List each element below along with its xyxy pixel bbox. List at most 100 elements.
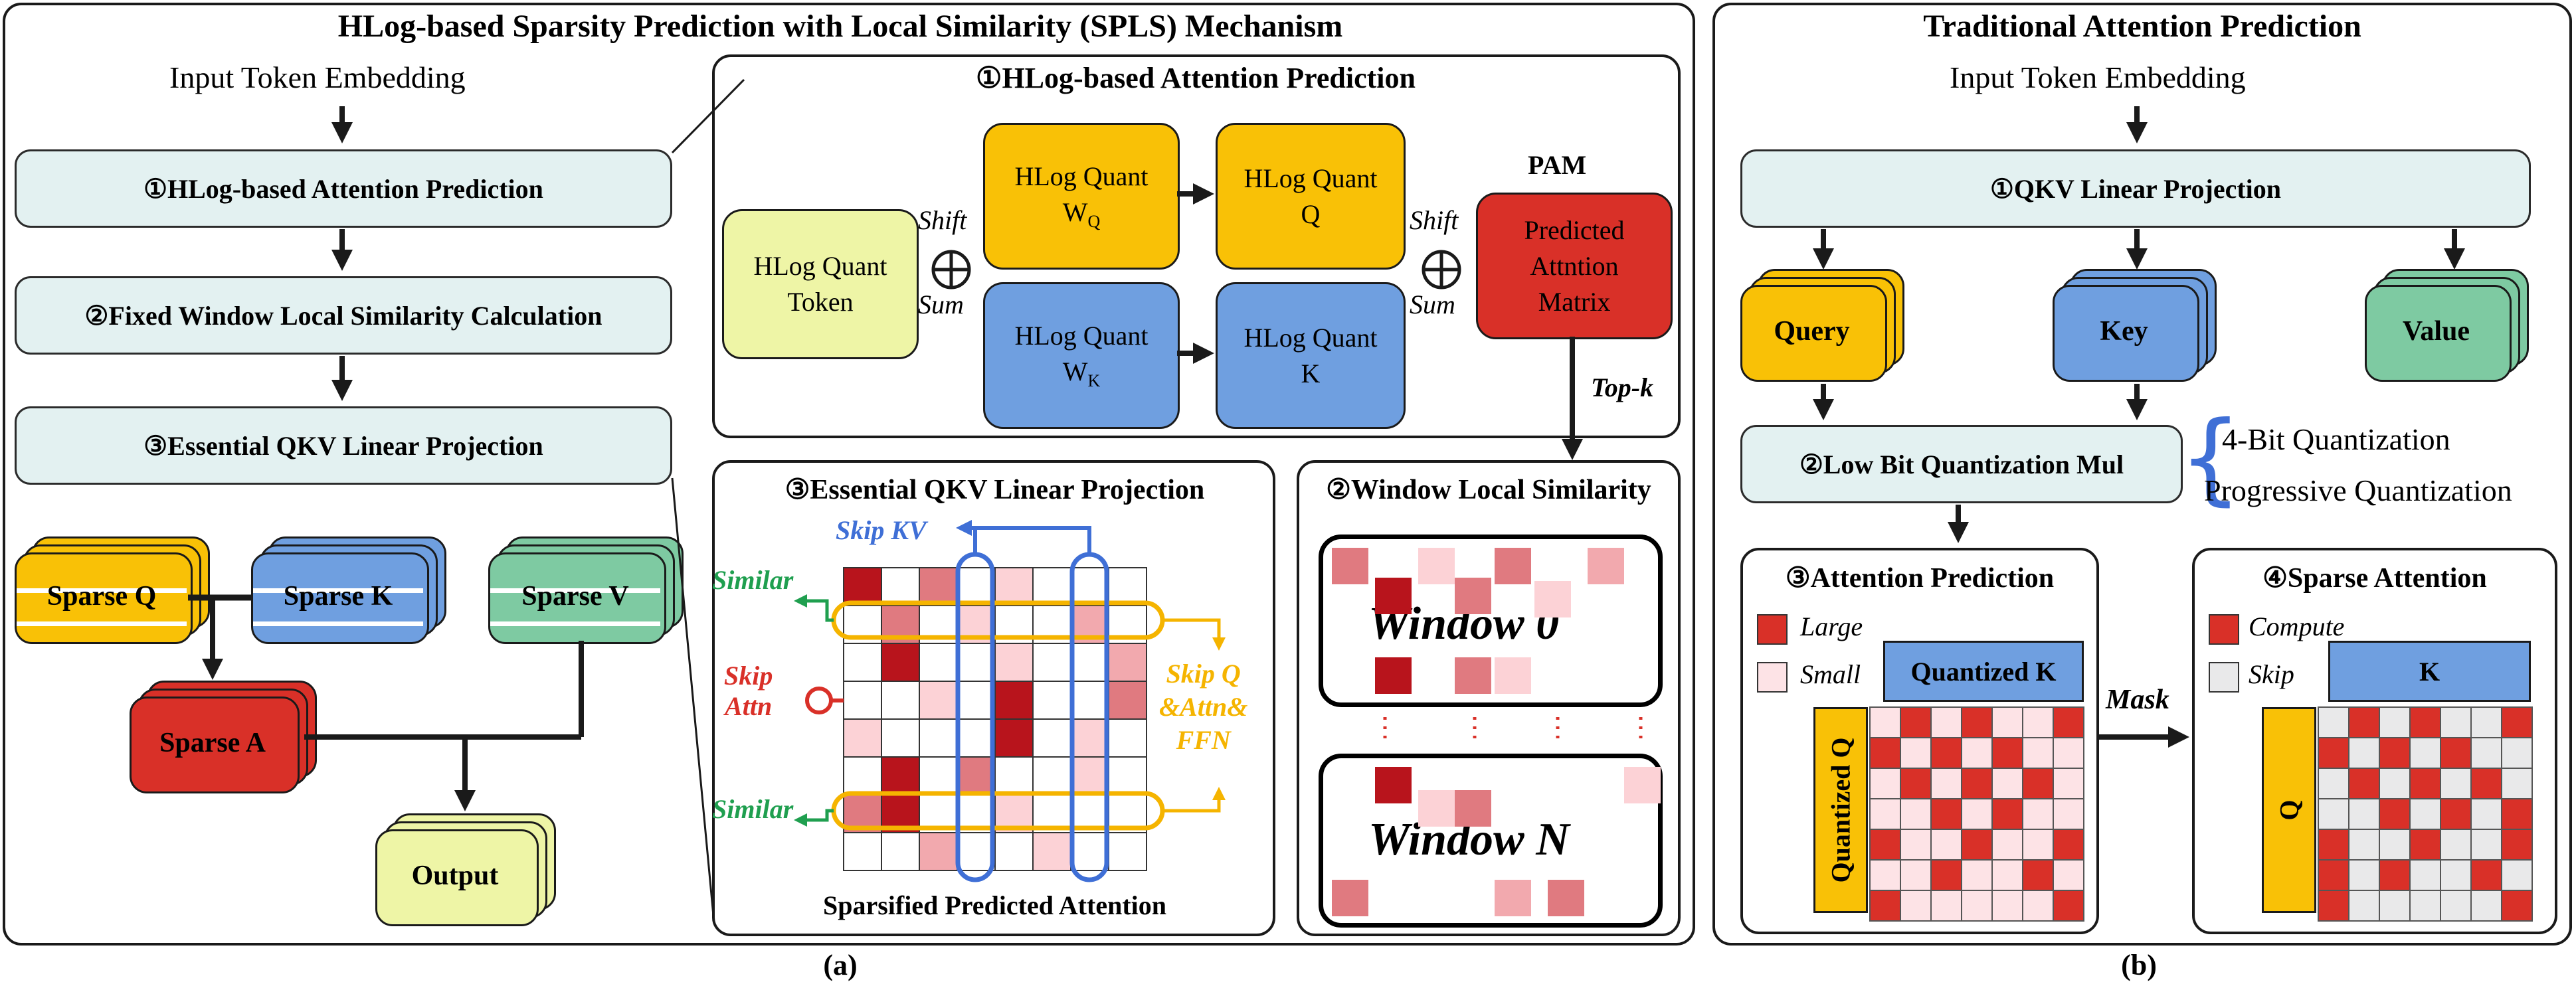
sparse-attention-cell xyxy=(2318,706,2349,738)
sparse-attention-cell xyxy=(2501,768,2533,799)
sparse-attention-cell xyxy=(2348,768,2380,799)
window-heat-cell xyxy=(1332,548,1368,584)
shift-label-2: Shift xyxy=(1410,205,1459,235)
window-heat-cell xyxy=(1495,880,1531,916)
prediction-cell xyxy=(2053,706,2084,738)
sparsified-cell xyxy=(1032,756,1071,795)
sparsified-cell xyxy=(1108,832,1147,871)
sparse-attention-cell xyxy=(2501,706,2533,738)
zoom-line-2 xyxy=(671,477,715,924)
window-heat-cell xyxy=(1548,880,1584,916)
prediction-cell xyxy=(1930,706,1962,738)
window-subpanel xyxy=(1297,460,1681,936)
sparsified-cell xyxy=(957,681,996,720)
prediction-cell xyxy=(2053,737,2084,769)
attention-prediction-title: ③Attention Prediction xyxy=(1785,563,2055,594)
skip-legend-swatch xyxy=(2209,662,2239,693)
step-essential-qkv: ③Essential QKV Linear Projection xyxy=(15,406,672,485)
sparsified-cell xyxy=(919,681,958,720)
shift-label-1: Shift xyxy=(918,205,967,235)
skip-kv-bracket xyxy=(973,526,1091,554)
prediction-cell xyxy=(2022,829,2054,861)
sparse-attention-title: ④Sparse Attention xyxy=(2262,563,2487,594)
sparse-q-label: Sparse Q xyxy=(46,581,157,612)
traditional-title: Traditional Attention Prediction xyxy=(1923,9,2361,44)
sparse-q-header xyxy=(2262,707,2316,913)
prediction-cell xyxy=(1991,798,2023,830)
sparsified-cell xyxy=(1108,718,1147,758)
sparse-attention-cell xyxy=(2409,890,2441,922)
caption-a: (a) xyxy=(823,949,858,981)
sparse-attention-cell xyxy=(2501,829,2533,861)
sparsified-cell xyxy=(957,756,996,795)
sparse-attention-cell xyxy=(2440,859,2472,891)
sparse-attention-cell xyxy=(2501,859,2533,891)
prediction-cell xyxy=(1869,706,1901,738)
sparse-attention-cell xyxy=(2409,768,2441,799)
hlog-subpanel-title: ①HLog-based Attention Prediction xyxy=(976,62,1416,94)
sparsified-cell xyxy=(994,567,1034,606)
value-label: Value xyxy=(2402,316,2470,347)
value-stack: Value xyxy=(2365,269,2529,382)
prediction-cell xyxy=(1869,859,1901,891)
sparse-attention-cell xyxy=(2409,859,2441,891)
prediction-cell xyxy=(1930,737,1962,769)
sparse-attention-cell xyxy=(2409,706,2441,738)
similar-label-1: Similar xyxy=(712,565,794,595)
sparsified-cell xyxy=(1070,756,1109,795)
sparse-attention-cell xyxy=(2348,859,2380,891)
output-stack: Output xyxy=(375,813,556,926)
sparse-attention-cell xyxy=(2318,768,2349,799)
sparsified-cell xyxy=(1070,832,1109,871)
sparsified-cell xyxy=(1108,681,1147,720)
prediction-cell xyxy=(1991,706,2023,738)
window-heat-cell xyxy=(1455,657,1491,694)
prediction-cell xyxy=(1930,890,1962,922)
sparsified-cell xyxy=(881,567,920,606)
sparsified-cell xyxy=(1032,832,1071,871)
step-hlog-prediction: ①HLog-based Attention Prediction xyxy=(15,149,672,228)
window-heat-cell xyxy=(1455,578,1491,614)
prediction-cell xyxy=(1961,798,1993,830)
sparsified-cell xyxy=(1108,567,1147,606)
window-heat-cell xyxy=(1375,767,1412,803)
sparse-attention-cell xyxy=(2348,706,2380,738)
skip-kv-label: Skip KV xyxy=(836,515,927,545)
sparse-attention-cell xyxy=(2379,890,2411,922)
sparsified-cell xyxy=(843,567,882,606)
topk-label: Top-k xyxy=(1591,372,1654,402)
similar-arrow-2 xyxy=(794,809,834,827)
sparse-attention-cell xyxy=(2348,737,2380,769)
essential-subpanel-title: ③Essential QKV Linear Projection xyxy=(784,475,1205,505)
prediction-cell xyxy=(1991,768,2023,799)
step-window-similarity: ②Fixed Window Local Similarity Calculati… xyxy=(15,276,672,355)
window-heat-cell xyxy=(1495,657,1531,694)
sum-label-1: Sum xyxy=(918,289,964,319)
sparsified-cell xyxy=(843,756,882,795)
window-n-frame xyxy=(1319,754,1663,928)
sparsified-cell xyxy=(1108,643,1147,682)
sparsified-cell xyxy=(994,643,1034,682)
prediction-cell xyxy=(2022,768,2054,799)
sparse-attention-cell xyxy=(2470,798,2502,830)
hlog-subpanel xyxy=(712,54,1681,438)
sparsified-cell xyxy=(1070,643,1109,682)
skip-attn-marker xyxy=(805,687,833,714)
sparsified-cell xyxy=(1032,643,1071,682)
skip-legend-label: Skip xyxy=(2249,659,2294,689)
sparse-a-label: Sparse A xyxy=(159,728,266,758)
prediction-cell xyxy=(1930,768,1962,799)
sparsified-cell xyxy=(957,718,996,758)
window-heat-cell xyxy=(1418,790,1455,827)
prediction-cell xyxy=(1869,890,1901,922)
sparse-v-stack: Sparse V xyxy=(488,536,684,644)
prediction-cell xyxy=(2022,737,2054,769)
sparsified-cell xyxy=(919,756,958,795)
prediction-cell xyxy=(1930,798,1962,830)
sparsified-cell xyxy=(919,718,958,758)
sparse-attention-cell xyxy=(2470,890,2502,922)
quantized-k-header: Quantized K xyxy=(1883,641,2084,702)
sparsified-cell xyxy=(994,832,1034,871)
